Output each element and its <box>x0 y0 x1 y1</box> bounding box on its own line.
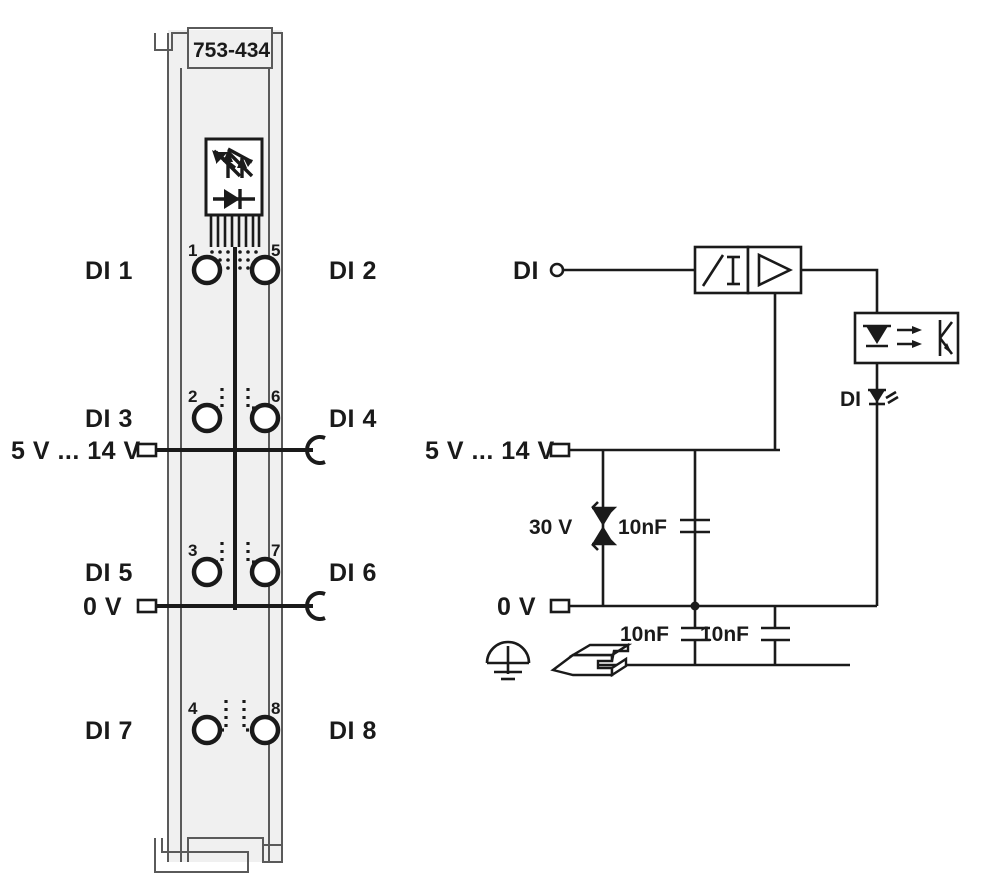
label-cap-supply: 10nF <box>618 516 667 539</box>
label-module-supply: 5 V ... 14 V <box>11 437 141 465</box>
din-rail-lower-face <box>610 656 628 678</box>
ground-terminal-marker <box>136 598 158 614</box>
terminal-number-5: 5 <box>271 241 280 260</box>
opto-phototransistor <box>938 320 954 356</box>
label-di3: DI 3 <box>85 405 133 433</box>
opto-coupling-arrows <box>897 326 922 348</box>
terminal-row-3: 3 7 <box>188 541 281 588</box>
status-led-ray-2 <box>887 395 899 405</box>
led-block-pins <box>209 215 261 247</box>
label-circuit-ground: 0 V <box>497 593 536 621</box>
terminal-5[interactable] <box>249 254 281 286</box>
status-led-triangle <box>869 390 885 403</box>
terminal-number-2: 2 <box>188 387 197 406</box>
label-cap-gnd-left: 10nF <box>620 623 669 646</box>
earth-ground-icon <box>485 640 531 681</box>
optocoupler-outline <box>853 311 960 365</box>
label-circuit-di-input: DI <box>513 257 539 285</box>
label-di2: DI 2 <box>329 257 377 285</box>
din-rail-side-face <box>610 642 630 662</box>
circuit-ground-rail <box>549 598 877 614</box>
terminal-row-2: 2 6 <box>188 387 281 434</box>
module-supply-rail <box>136 435 326 465</box>
tvs-upper-bar <box>591 501 618 515</box>
terminal-8-lead <box>242 700 253 732</box>
label-module-ground: 0 V <box>83 593 122 621</box>
terminal-6[interactable] <box>249 402 281 434</box>
tvs-suppressor-icon <box>591 501 618 551</box>
terminal-2[interactable] <box>191 402 223 434</box>
amplifier-triangle-icon <box>746 245 803 295</box>
label-di1: DI 1 <box>85 257 133 285</box>
circuit-ground-terminal <box>549 598 571 614</box>
terminal-4-lead <box>218 700 228 732</box>
ground-connector-clip <box>305 591 326 621</box>
tvs-lower-bar <box>591 537 618 551</box>
label-status-led: DI <box>840 388 861 411</box>
part-number-label: 753-434 <box>193 39 270 62</box>
label-tvs-voltage: 30 V <box>529 516 572 539</box>
diode-symbol-icon <box>213 189 255 209</box>
cap-supply-icon <box>680 518 710 534</box>
schmitt-slope <box>701 254 725 287</box>
di-input-terminal[interactable] <box>549 262 565 278</box>
terminal-8[interactable] <box>249 714 281 746</box>
cap-gnd-right-icon <box>761 626 790 642</box>
module-ground-rail <box>136 591 326 621</box>
schmitt-trigger-icon <box>693 245 750 295</box>
module-bottom-profile <box>154 837 283 873</box>
terminal-number-8: 8 <box>271 699 280 718</box>
terminal-row-1: 1 5 <box>188 241 281 286</box>
optocoupler-icon <box>853 311 960 365</box>
din-rail-icon <box>550 642 633 678</box>
amplifier-output-wire <box>801 268 879 313</box>
label-di6: DI 6 <box>329 559 377 587</box>
label-di7: DI 7 <box>85 717 133 745</box>
terminal-3[interactable] <box>191 556 223 588</box>
status-led-icon <box>868 388 899 406</box>
schmitt-trigger-outline <box>693 245 750 295</box>
terminal-number-6: 6 <box>271 387 280 406</box>
emission-arrow-group <box>212 147 253 178</box>
terminal-1[interactable] <box>191 254 223 286</box>
status-led-ray-1 <box>885 390 897 400</box>
label-di5: DI 5 <box>85 559 133 587</box>
label-di4: DI 4 <box>329 405 377 433</box>
terminal-7[interactable] <box>249 556 281 588</box>
part-number-tab <box>187 27 273 69</box>
terminal-number-7: 7 <box>271 541 280 560</box>
amplifier-outline <box>746 245 803 295</box>
terminal-row-4: 4 8 <box>188 699 281 746</box>
amplifier-triangle <box>757 252 793 288</box>
terminal-number-1: 1 <box>188 241 197 260</box>
terminal-number-3: 3 <box>188 541 197 560</box>
terminal-4[interactable] <box>191 714 223 746</box>
opto-led-triangle <box>866 326 888 344</box>
label-cap-gnd-right: 10nF <box>700 623 749 646</box>
terminal-number-4: 4 <box>188 699 198 718</box>
supply-terminal-marker <box>136 442 158 458</box>
led-display-block-icon <box>204 137 264 270</box>
label-circuit-supply: 5 V ... 14 V <box>425 437 555 465</box>
circuit-supply-rail <box>549 442 780 458</box>
supply-connector-clip <box>305 435 326 465</box>
label-di8: DI 8 <box>329 717 377 745</box>
